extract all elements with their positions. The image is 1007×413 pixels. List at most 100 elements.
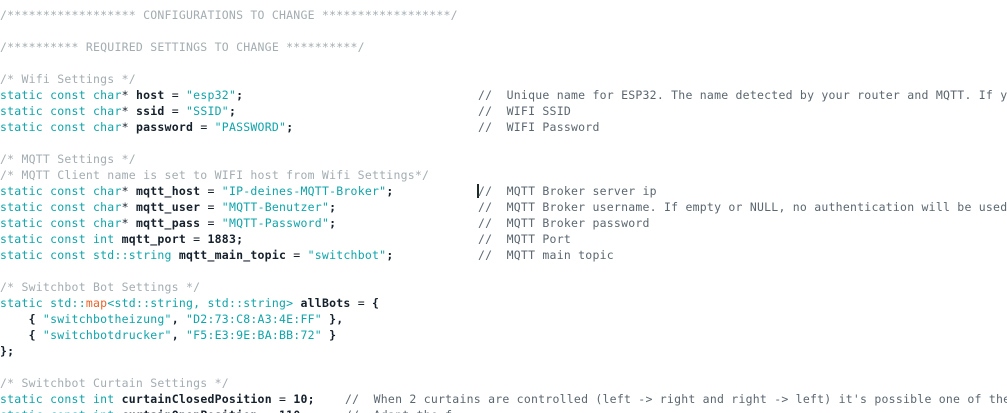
token-punct: ; <box>228 104 237 118</box>
code-line-decl-curtain-closed-position[interactable]: static const int curtainClosedPosition =… <box>0 391 1007 407</box>
token-cmt: /* Switchbot Curtain Settings */ <box>0 376 229 390</box>
token-str: "switchbotheizung" <box>42 312 172 326</box>
code-line-entry-switchbotdrucker[interactable]: { "switchbotdrucker", "F5:E3:9E:BA:BB:72… <box>0 327 1007 343</box>
token-ident: ssid <box>135 104 165 118</box>
code-line-banner-required-settings[interactable]: /********** REQUIRED SETTINGS TO CHANGE … <box>0 39 1007 55</box>
token-kw: <std::string, std::string> <box>107 296 294 310</box>
code-line-decl-mqtt-user[interactable]: static const char* mqtt_user = "MQTT-Ben… <box>0 199 1007 215</box>
token-str: "PASSWORD" <box>214 120 287 134</box>
code-line-blank-1[interactable] <box>0 23 1007 39</box>
token-str: "switchbot" <box>307 248 387 262</box>
token-kw: static const char <box>0 200 122 214</box>
code-line-decl-password[interactable]: static const char* password = "PASSWORD"… <box>0 119 1007 135</box>
token-op: = <box>200 184 222 198</box>
code-line-decl-allbots-open[interactable]: static std::map<std::string, std::string… <box>0 295 1007 311</box>
token-punct: ; <box>307 392 315 406</box>
token-cmt: /* Wifi Settings */ <box>0 72 136 86</box>
token-op: = <box>350 296 373 310</box>
trailing-comment: // Unique name for ESP32. The name detec… <box>478 88 1007 102</box>
token-op: = <box>200 216 222 230</box>
trailing-comment: // MQTT Port <box>478 232 571 246</box>
token-punct: , <box>171 312 186 326</box>
code-line-comment-mqtt-client-name[interactable]: /* MQTT Client name is set to WIFI host … <box>0 167 1007 183</box>
code-text-area[interactable]: /****************** CONFIGURATIONS TO CH… <box>0 7 1007 413</box>
token-str: "MQTT-Benutzer" <box>221 200 330 214</box>
token-op: = <box>286 248 308 262</box>
code-line-blank-5[interactable] <box>0 359 1007 375</box>
token-ident: curtainOpenPosition <box>122 408 258 413</box>
code-line-comment-mqtt-settings[interactable]: /* MQTT Settings */ <box>0 151 1007 167</box>
token-ident: curtainClosedPosition <box>121 392 272 406</box>
trailing-comment: // MQTT main topic <box>478 248 614 262</box>
token-str: "F5:E3:9E:BA:BB:72" <box>186 328 322 342</box>
token-str: "esp32" <box>186 88 237 102</box>
token-punct: ; <box>386 184 394 198</box>
token-punct: ; <box>300 408 307 413</box>
token-cmt: /* Switchbot Bot Settings */ <box>0 280 201 294</box>
token-op: = <box>164 104 187 118</box>
token-punct: }, <box>321 312 344 326</box>
token-cmt: /* MQTT Client name is set to WIFI host … <box>0 168 430 182</box>
token-num: 1883 <box>207 232 237 246</box>
token-str: "D2:73:C8:A3:4E:FF" <box>186 312 322 326</box>
token-kw: static const int <box>0 232 115 246</box>
token-punct: , <box>171 328 186 342</box>
token-op: * <box>121 88 136 102</box>
token-op: = <box>164 88 187 102</box>
token-ident: password <box>135 120 194 134</box>
token-str: "SSID" <box>186 104 229 118</box>
token-kw: static const char <box>0 120 122 134</box>
code-line-decl-allbots-close[interactable]: }; <box>0 343 1007 359</box>
token-str: "switchbotdrucker" <box>42 328 172 342</box>
code-line-blank-4[interactable] <box>0 263 1007 279</box>
trailing-comment-inline: // When 2 curtains are controlled (left … <box>345 392 1007 406</box>
code-line-comment-switchbot-curtain-settings[interactable]: /* Switchbot Curtain Settings */ <box>0 375 1007 391</box>
trailing-comment-inline: // Adapt the f <box>345 407 452 413</box>
token-kw: static const std::string <box>0 248 172 262</box>
code-line-decl-curtain-open-position[interactable]: static const int curtainOpenPosition = 1… <box>0 407 1007 413</box>
token-op: * <box>121 104 136 118</box>
token-ident: allBots <box>300 296 351 310</box>
code-line-entry-switchbotheizung[interactable]: { "switchbotheizung", "D2:73:C8:A3:4E:FF… <box>0 311 1007 327</box>
token-punct: { <box>0 328 43 342</box>
token-ident: mqtt_main_topic <box>178 248 287 262</box>
token-kw: static <box>0 296 43 310</box>
code-line-decl-mqtt-port[interactable]: static const int mqtt_port = 1883; // MQT… <box>0 231 1007 247</box>
code-line-banner-configurations[interactable]: /****************** CONFIGURATIONS TO CH… <box>0 7 1007 23</box>
token-op <box>172 248 179 262</box>
token-op <box>114 392 121 406</box>
token-ident: mqtt_port <box>121 232 187 246</box>
code-line-decl-mqtt-main-topic[interactable]: static const std::string mqtt_main_topic… <box>0 247 1007 263</box>
token-punct: ; <box>236 88 244 102</box>
token-op: * <box>121 200 136 214</box>
token-op <box>114 408 121 413</box>
token-punct: ; <box>236 232 244 246</box>
code-line-decl-ssid[interactable]: static const char* ssid = "SSID";// WIFI… <box>0 103 1007 119</box>
token-op: = <box>186 232 208 246</box>
trailing-comment: // WIFI SSID <box>478 104 571 118</box>
token-op <box>114 232 121 246</box>
code-line-blank-3[interactable] <box>0 135 1007 151</box>
token-punct: { <box>0 312 43 326</box>
token-op: = <box>200 200 222 214</box>
token-ident: host <box>135 88 165 102</box>
token-kw: std:: <box>50 296 86 310</box>
token-op: = <box>271 392 294 406</box>
token-ident: mqtt_user <box>135 200 201 214</box>
code-line-blank-2[interactable] <box>0 55 1007 71</box>
code-line-decl-mqtt-host[interactable]: static const char* mqtt_host = "IP-deine… <box>0 183 1007 199</box>
code-line-decl-host[interactable]: static const char* host = "esp32";// Uni… <box>0 87 1007 103</box>
token-kw: static const char <box>0 184 122 198</box>
code-line-decl-mqtt-pass[interactable]: static const char* mqtt_pass = "MQTT-Pas… <box>0 215 1007 231</box>
token-cmt: /********** REQUIRED SETTINGS TO CHANGE … <box>0 40 365 54</box>
token-kw: static const int <box>0 392 115 406</box>
token-num: 110 <box>279 408 300 413</box>
code-line-comment-switchbot-bot-settings[interactable]: /* Switchbot Bot Settings */ <box>0 279 1007 295</box>
token-op: = <box>258 408 279 413</box>
token-punct: }; <box>0 344 15 358</box>
token-cmt: /****************** CONFIGURATIONS TO CH… <box>0 8 458 22</box>
token-kw: static const char <box>0 216 122 230</box>
code-line-comment-wifi-settings[interactable]: /* Wifi Settings */ <box>0 71 1007 87</box>
trailing-comment: // WIFI Password <box>478 120 600 134</box>
